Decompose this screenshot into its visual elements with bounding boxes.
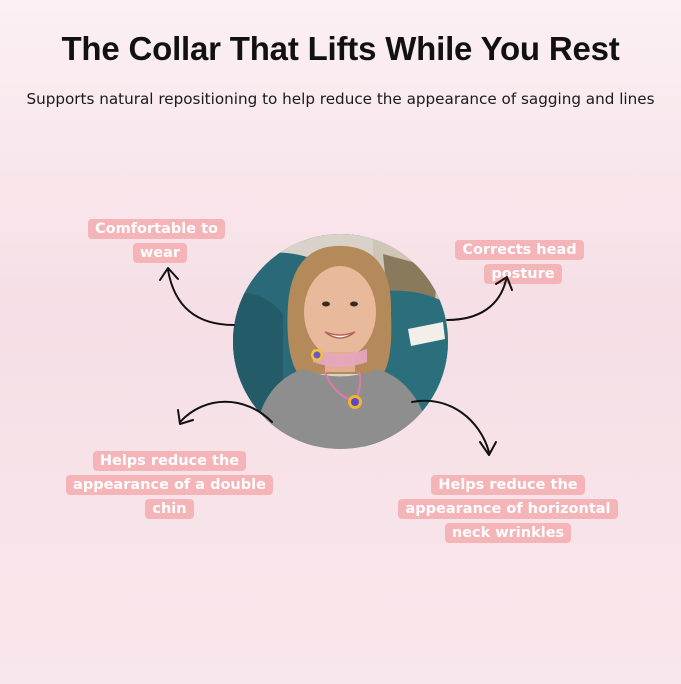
benefit-label: Comfortable to wear <box>88 219 225 263</box>
woman-wearing-collar-image <box>233 234 448 449</box>
benefit-label: Helps reduce the appearance of a double … <box>66 451 273 519</box>
arrow-to-posture-icon <box>446 279 507 321</box>
benefit-tag-neck-wrinkles: Helps reduce the appearance of horizonta… <box>398 473 618 545</box>
product-photo <box>233 234 448 449</box>
benefit-label: Corrects head posture <box>455 240 584 284</box>
benefit-tag-double-chin: Helps reduce the appearance of a double … <box>62 449 277 521</box>
benefit-label: Helps reduce the appearance of horizonta… <box>398 475 618 543</box>
arrow-to-comfort-icon <box>167 269 235 326</box>
benefit-tag-posture: Corrects head posture <box>428 238 618 286</box>
page-title: The Collar That Lifts While You Rest <box>61 30 620 67</box>
benefit-tag-comfort: Comfortable to wear <box>70 217 250 265</box>
page-subtitle: Supports natural repositioning to help r… <box>26 90 655 108</box>
